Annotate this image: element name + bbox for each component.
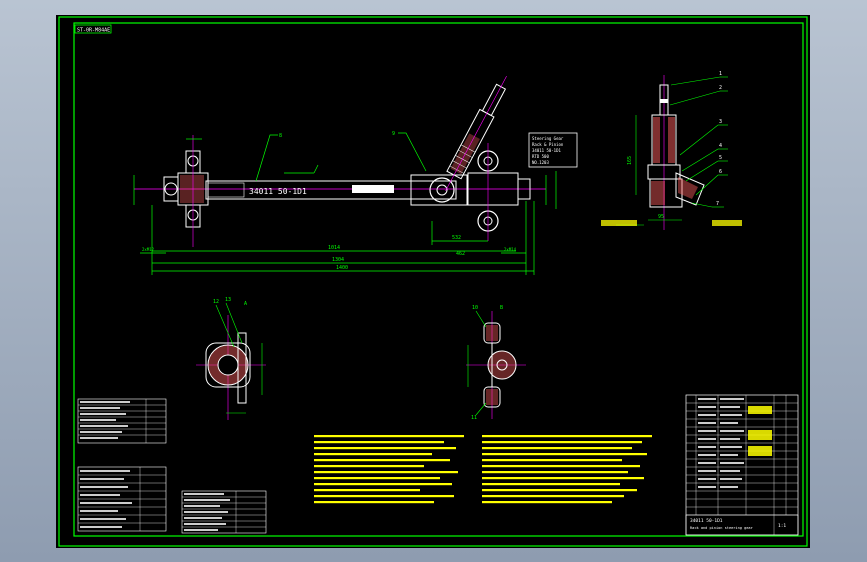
rack-housing [205, 180, 457, 200]
svg-text:1400: 1400 [336, 265, 348, 271]
title-block-scale: 1:1 [778, 523, 786, 529]
svg-text:A: A [244, 301, 247, 307]
parameter-table-2 [77, 466, 167, 532]
title-block-drawing-no: 34011 50-1D1 [690, 518, 723, 524]
title-block-title: Rack and pinion steering gear [690, 526, 754, 530]
svg-text:3: 3 [719, 119, 722, 125]
svg-text:165: 165 [627, 156, 633, 165]
title-block: 34011 50-1D1 Rack and pinion steering ge… [685, 394, 799, 536]
svg-text:Steering Gear: Steering Gear [532, 136, 564, 141]
svg-text:2: 2 [719, 85, 722, 91]
svg-text:12: 12 [213, 299, 219, 305]
svg-text:7: 7 [716, 201, 719, 207]
section-view-right: 1 2 3 4 5 6 7 95 165 [601, 71, 742, 230]
svg-text:2xM12: 2xM12 [142, 247, 155, 252]
view-b-bracket: 10 11 B [466, 305, 526, 421]
note-box [528, 132, 578, 168]
svg-text:Rack & Pinion: Rack & Pinion [532, 142, 564, 147]
svg-text:B: B [500, 305, 503, 311]
svg-text:2xM14: 2xM14 [504, 247, 517, 252]
rack-label: 34011 50-1D1 [249, 187, 307, 196]
technical-notes [314, 435, 652, 504]
parameter-table-1 [77, 398, 167, 444]
svg-text:13: 13 [225, 297, 231, 303]
svg-text:8: 8 [279, 133, 282, 139]
pinion-eye-center [429, 177, 455, 203]
drawing-sheet: ST-0R-M84AE 34011 50-1D1 [56, 15, 810, 548]
outer-frame [58, 16, 808, 547]
view-a-bracket: 12 13 A [196, 297, 266, 420]
svg-text:34011 50-1D1: 34011 50-1D1 [532, 148, 561, 153]
inner-frame [73, 22, 804, 537]
svg-text:9: 9 [392, 131, 395, 137]
svg-text:4: 4 [719, 143, 722, 149]
svg-text:1304: 1304 [332, 257, 344, 263]
svg-text:RTD 500: RTD 500 [532, 154, 549, 159]
svg-text:NO.1203: NO.1203 [532, 160, 549, 165]
svg-text:462: 462 [456, 251, 465, 257]
corner-tag: ST-0R-M84AE [77, 28, 110, 34]
svg-text:532: 532 [452, 235, 461, 241]
parameter-table-3 [181, 490, 267, 534]
svg-text:1: 1 [719, 71, 722, 77]
svg-text:11: 11 [471, 415, 477, 421]
svg-text:6: 6 [719, 169, 722, 175]
main-view: 34011 50-1D1 [133, 75, 578, 275]
svg-text:95: 95 [658, 214, 664, 220]
svg-text:1014: 1014 [328, 245, 340, 251]
svg-text:5: 5 [719, 155, 722, 161]
svg-text:10: 10 [472, 305, 478, 311]
